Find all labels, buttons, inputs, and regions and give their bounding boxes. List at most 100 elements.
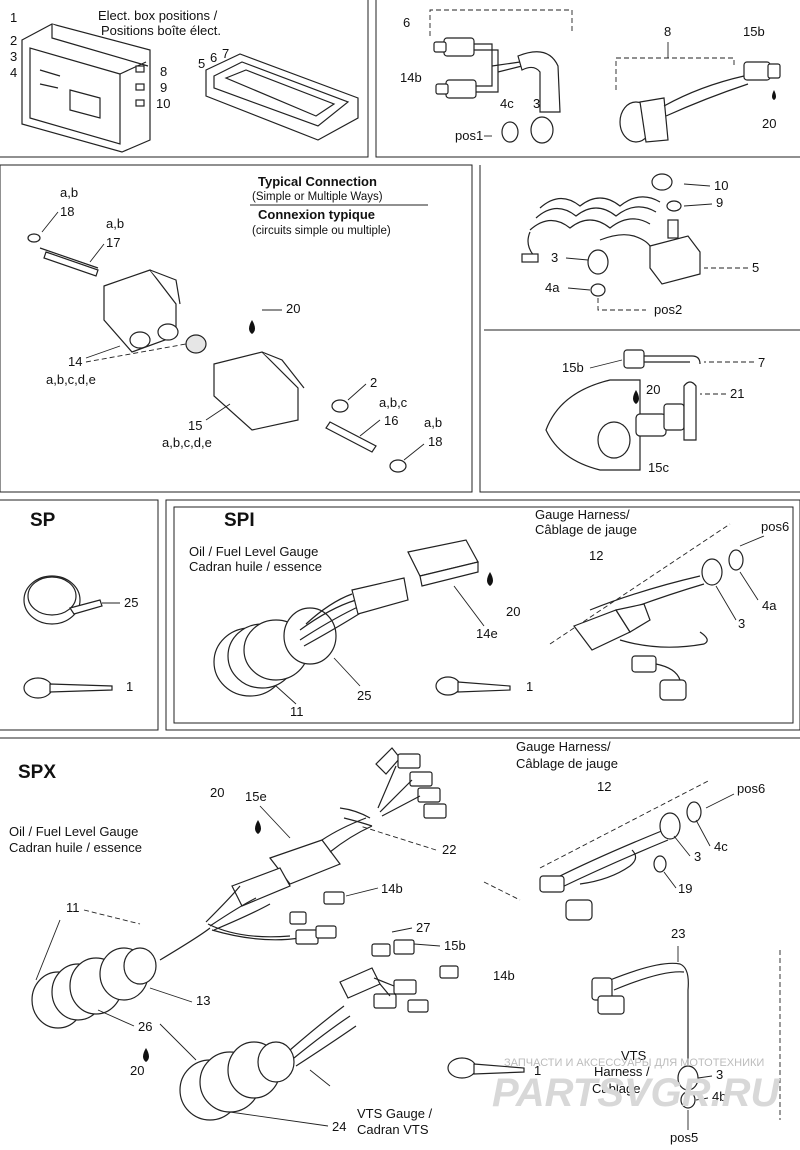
grease-drop-icon [143,1048,149,1062]
callout-pos2: pos2 [654,302,682,317]
callout-1-spi: 1 [526,679,533,694]
grease-drop-icon [255,820,261,834]
typical-title-fr: Connexion typique [258,207,375,222]
spi-panel: SPI Oil / Fuel Level Gauge Cadran huile … [189,507,789,719]
spx-gauges-drawing [31,939,459,1121]
watermark-line1: ЗАПЧАСТИ И АКСЕССУАРЫ ДЛЯ МОТОТЕХНИКИ [504,1057,764,1069]
callout-5: 5 [198,56,205,71]
callout-pos6-spx: pos6 [737,781,765,796]
spx-gauge-harness-drawing [539,779,711,921]
callout-4a-spi: 4a [762,598,777,613]
elect-box-lid-drawing [205,53,359,141]
spi-gauge-fr: Cadran huile / essence [189,559,322,574]
callout-22: 22 [442,842,456,857]
spi-harness-drawing [549,523,744,701]
spx-title: SPX [18,762,56,783]
callout-ab-18-top: a,b [60,185,78,200]
callout-4b: 4b [712,1089,726,1104]
spi-gauge-drawing [213,539,479,697]
callout-2-typ: 2 [370,375,377,390]
callout-8: 8 [160,64,167,79]
callout-11-spi: 11 [290,704,304,719]
callout-4c-tr: 4c [500,96,514,111]
spx-gauge-fr: Cadran huile / essence [9,840,142,855]
callout-8-tr: 8 [664,24,671,39]
callout-20-spi: 20 [506,604,520,619]
elect-box-title-en: Elect. box positions / [98,8,218,23]
spx-cable-tie-drawing [447,1057,525,1079]
callout-4c-spx: 4c [714,839,728,854]
electric-box-drawing [21,23,151,153]
callout-14: 14 [68,354,82,369]
callout-3-spi: 3 [738,616,745,631]
grease-drop-icon [249,320,255,334]
spx-vts-harness-1: VTS [621,1048,647,1063]
throttle-sensor-drawing [545,349,701,471]
callout-1-spx: 1 [534,1063,541,1078]
callout-21-mr: 21 [730,386,744,401]
callout-14-suffix: a,b,c,d,e [46,372,96,387]
callout-pos1: pos1 [455,128,483,143]
callout-9: 9 [160,80,167,95]
frame-top-right [375,0,800,158]
callout-pos5: pos5 [670,1130,698,1145]
spx-panel: SPX Oil / Fuel Level Gauge Cadran huile … [9,739,781,1145]
callout-27: 27 [416,920,430,935]
typical-connector-drawing [27,233,407,473]
callout-5-mr: 5 [752,260,759,275]
frame-top-left [0,0,369,158]
callout-14b-tr: 14b [400,70,422,85]
callout-15b-tr: 15b [743,24,765,39]
coiled-cable-drawing [521,173,701,297]
callout-4a-mr: 4a [545,280,560,295]
callout-18-bottom: 18 [428,434,442,449]
callout-15e: 15e [245,789,267,804]
grease-drop-icon [633,390,639,404]
watermark-line2: PARTSVGR.RU [492,1071,781,1115]
callout-3: 3 [10,49,17,64]
frame-spi-outer [165,499,800,731]
mid-right-panel: 10 9 3 5 4a pos2 15b 7 20 21 15c [521,173,765,475]
frame-sp [0,499,159,731]
callout-3-mr: 3 [551,250,558,265]
callout-6-tr: 6 [403,15,410,30]
callout-25-spi: 25 [357,688,371,703]
typical-subtitle-fr: (circuits simple ou multiple) [252,225,391,237]
callout-12-spx: 12 [597,779,611,794]
callout-14b-spx-1: 14b [381,881,403,896]
callout-26: 26 [138,1019,152,1034]
sp-panel: SP 25 1 [23,510,138,699]
spi-cable-tie-drawing [435,676,511,696]
callout-20-tr: 20 [762,116,776,131]
sensor-harness-drawing [619,61,781,143]
spx-vts-gauge-en: VTS Gauge / [357,1106,433,1121]
spi-harness-fr: Câblage de jauge [535,522,637,537]
callout-15b-mr: 15b [562,360,584,375]
spi-gauge-en: Oil / Fuel Level Gauge [189,544,318,559]
spx-vts-gauge-fr: Cadran VTS [357,1122,429,1137]
callout-17: 17 [106,235,120,250]
grease-drop-icon [772,90,776,100]
spx-gauge-en: Oil / Fuel Level Gauge [9,824,138,839]
frame-typical [0,164,473,493]
spx-vts-harness-2: Harness / [594,1064,650,1079]
callout-2: 2 [10,33,17,48]
typical-subtitle-en: (Simple or Multiple Ways) [252,191,383,203]
callout-18-top: 18 [60,204,74,219]
callout-4: 4 [10,65,17,80]
callout-15b-spx: 15b [444,938,466,953]
spx-main-harness-drawing [159,747,447,961]
panel-frames [0,0,800,739]
spi-title: SPI [224,510,255,531]
callout-10-mr: 10 [714,178,728,193]
elect-box-title-fr: Positions boîte élect. [101,23,221,38]
grease-drop-icon [487,572,493,586]
typical-connection-panel: Typical Connection (Simple or Multiple W… [27,174,442,473]
callout-25-sp: 25 [124,595,138,610]
callout-16: 16 [384,413,398,428]
gauge-ring-drawing [23,575,103,625]
callout-pos6-spi: pos6 [761,519,789,534]
callout-1-sp: 1 [126,679,133,694]
callout-20-spx-bottom: 20 [130,1063,144,1078]
